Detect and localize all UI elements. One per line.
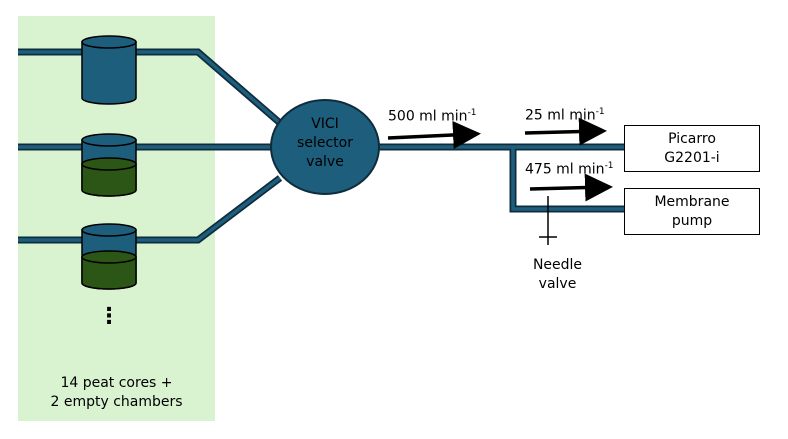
membrane-pump-box: Membrane pump	[624, 188, 760, 235]
flow-rate-main-unit-exponent: -1	[467, 108, 477, 118]
flow-rate-pump-unit-exponent: -1	[604, 161, 614, 171]
valve-label-line3: valve	[306, 154, 344, 170]
flow-rate-picarro-value: 25 ml min	[525, 107, 596, 124]
valve-label-line1: VICI	[311, 116, 339, 132]
picarro-label-line1: Picarro	[668, 130, 716, 147]
flow-arrow-pump	[529, 173, 613, 202]
panel-caption-line1: 14 peat cores +	[60, 375, 173, 391]
chamber-empty	[81, 35, 137, 105]
chamber-peat-core	[81, 133, 137, 197]
selector-valve	[270, 99, 380, 195]
selector-valve-label: VICI selector valve	[271, 115, 379, 172]
flow-rate-main-value: 500 ml min	[388, 108, 468, 125]
valve-label-line2: selector	[297, 135, 353, 151]
flow-rate-pump-value: 475 ml min	[525, 161, 605, 178]
needle-valve-symbol	[539, 196, 557, 245]
picarro-label-line2: G2201-i	[664, 149, 720, 166]
flow-arrow-picarro	[524, 117, 607, 146]
pump-label-line2: pump	[671, 212, 713, 229]
flow-arrow-main	[387, 120, 481, 149]
flow-rate-picarro-unit-exponent: -1	[595, 107, 605, 117]
flow-rate-pump: 475 ml min-1	[525, 161, 614, 178]
needle-label-line1: Needle	[532, 257, 583, 273]
chamber-peat-core	[81, 223, 137, 290]
flow-rate-main: 500 ml min-1	[388, 108, 477, 125]
pump-label-line1: Membrane	[654, 193, 730, 210]
more-chambers-ellipsis: ⋮	[98, 304, 120, 329]
panel-caption-line2: 2 empty chambers	[50, 394, 183, 410]
tubing	[18, 48, 624, 244]
needle-valve-label: Needle valve	[520, 256, 595, 294]
picarro-analyzer-box: Picarro G2201-i	[624, 125, 760, 172]
flow-rate-picarro: 25 ml min-1	[525, 107, 605, 124]
panel-caption: 14 peat cores + 2 empty chambers	[18, 374, 215, 412]
needle-label-line2: valve	[538, 276, 577, 292]
